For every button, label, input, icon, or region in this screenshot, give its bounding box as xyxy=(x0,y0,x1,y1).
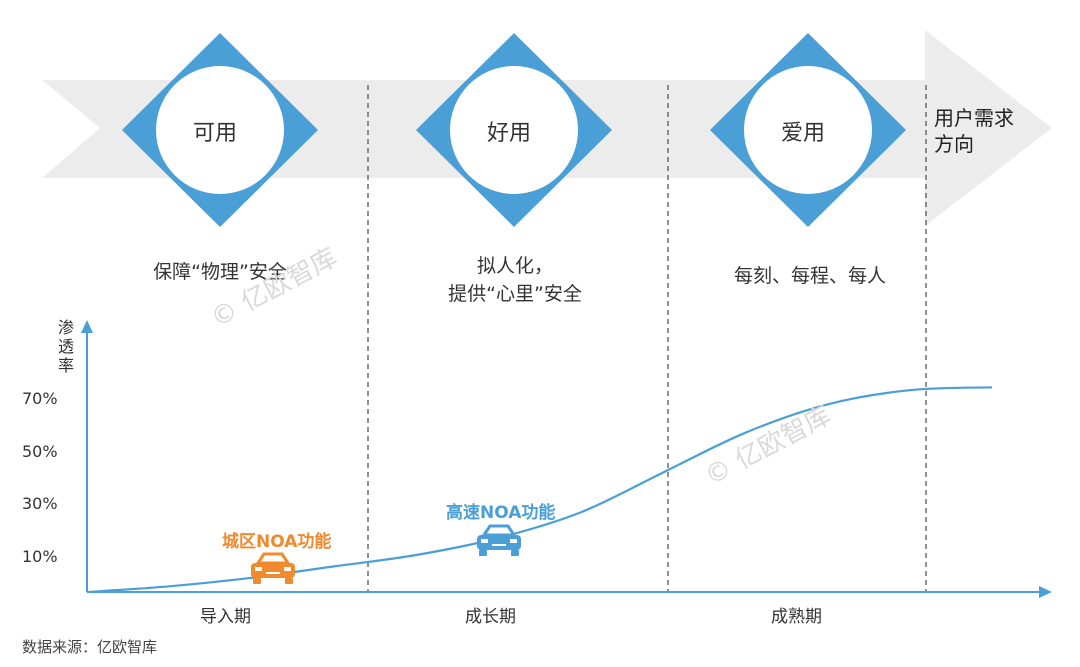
phase-label-growth: 成长期 xyxy=(465,607,516,627)
y-tick-30: 30% xyxy=(22,494,58,513)
stage-name-2: 好用 xyxy=(487,121,532,146)
y-tick-50: 50% xyxy=(22,442,58,461)
stage-description-2: 拟人化， 提供“心里”安全 xyxy=(448,255,582,305)
stage-badge-3 xyxy=(710,33,906,227)
penetration-curve xyxy=(86,386,993,594)
y-axis-label: 渗透率 xyxy=(57,318,74,375)
phase-label-mature: 成熟期 xyxy=(771,607,822,627)
feature-label-urban-noa: 城区NOA功能 xyxy=(222,532,332,552)
car-icon-urban-noa xyxy=(251,552,295,584)
phase-label-intro: 导入期 xyxy=(200,607,251,627)
stage-name-3: 爱用 xyxy=(781,121,826,146)
feature-label-highway-noa: 高速NOA功能 xyxy=(446,503,556,523)
y-axis-arrow xyxy=(81,320,93,333)
stage-name-1: 可用 xyxy=(193,121,238,146)
data-source: 数据来源：亿欧智库 xyxy=(22,638,158,656)
car-icon-highway-noa xyxy=(477,524,521,556)
y-tick-70: 70% xyxy=(22,389,58,408)
y-tick-10: 10% xyxy=(22,547,58,566)
stage-badge-2 xyxy=(416,33,612,227)
direction-label: 用户需求方向 xyxy=(934,106,1014,156)
x-axis-arrow xyxy=(1039,586,1052,598)
stage-description-3: 每刻、每程、每人 xyxy=(733,265,886,287)
stage-description-1: 保障“物理”安全 xyxy=(153,261,287,283)
stage-badge-1 xyxy=(122,33,318,227)
